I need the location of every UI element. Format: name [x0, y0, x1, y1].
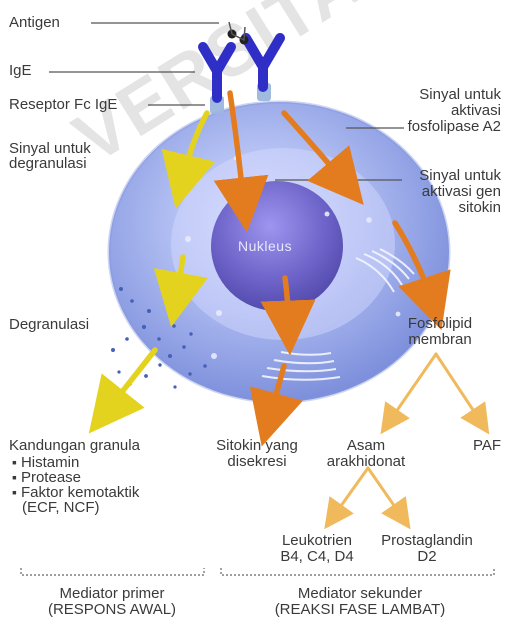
signal-phospholipase-line-1: Sinyal untuk: [380, 87, 501, 103]
prostaglandin-label: Prostaglandin: [368, 533, 486, 549]
cytokine-line-1: Sitokin yang: [208, 438, 306, 454]
phospholipid-line-2: membran: [396, 332, 484, 348]
signal-phospholipase-line-2: aktivasi: [380, 103, 501, 119]
arachidonic-line-1: Asam: [322, 438, 410, 454]
granule-factor-detail: (ECF, NCF): [22, 500, 100, 516]
arachidonic-line-2: arakhidonat: [322, 454, 410, 470]
phospholipid-line-1: Fosfolipid: [396, 316, 484, 332]
mediator-brackets: [21, 568, 494, 575]
ige-antibody-left: [203, 47, 231, 98]
ige-label: IgE: [9, 63, 32, 79]
secondary-mediator-line-2: (REAKSI FASE LAMBAT): [228, 602, 492, 618]
antigen-label: Antigen: [9, 15, 60, 31]
primary-mediator-line-1: Mediator primer: [16, 586, 208, 602]
nucleus-label: Nukleus: [238, 238, 292, 254]
prostaglandin-subscript: D2: [368, 549, 486, 565]
cytokine-line-2: disekresi: [208, 454, 306, 470]
granule-contents-title: Kandungan granula: [9, 438, 140, 454]
ige-antibody-right: [246, 38, 280, 87]
receptor-label: Reseptor Fc IgE: [9, 97, 117, 113]
signal-degranulation-line-2: degranulasi: [9, 156, 87, 172]
signal-gene-line-2: aktivasi gen: [390, 184, 501, 200]
leukotriene-subscripts: B4, C4, D4: [268, 549, 366, 565]
signal-phospholipase-line-3: fosfolipase A2: [380, 119, 501, 135]
signal-gene-line-3: sitokin: [390, 200, 501, 216]
paf-label: PAF: [473, 438, 501, 454]
degranulation-label: Degranulasi: [9, 317, 89, 333]
signal-gene-line-1: Sinyal untuk: [390, 168, 501, 184]
leukotriene-label: Leukotrien: [268, 533, 366, 549]
primary-mediator-line-2: (RESPONS AWAL): [16, 602, 208, 618]
secondary-mediator-line-1: Mediator sekunder: [228, 586, 492, 602]
